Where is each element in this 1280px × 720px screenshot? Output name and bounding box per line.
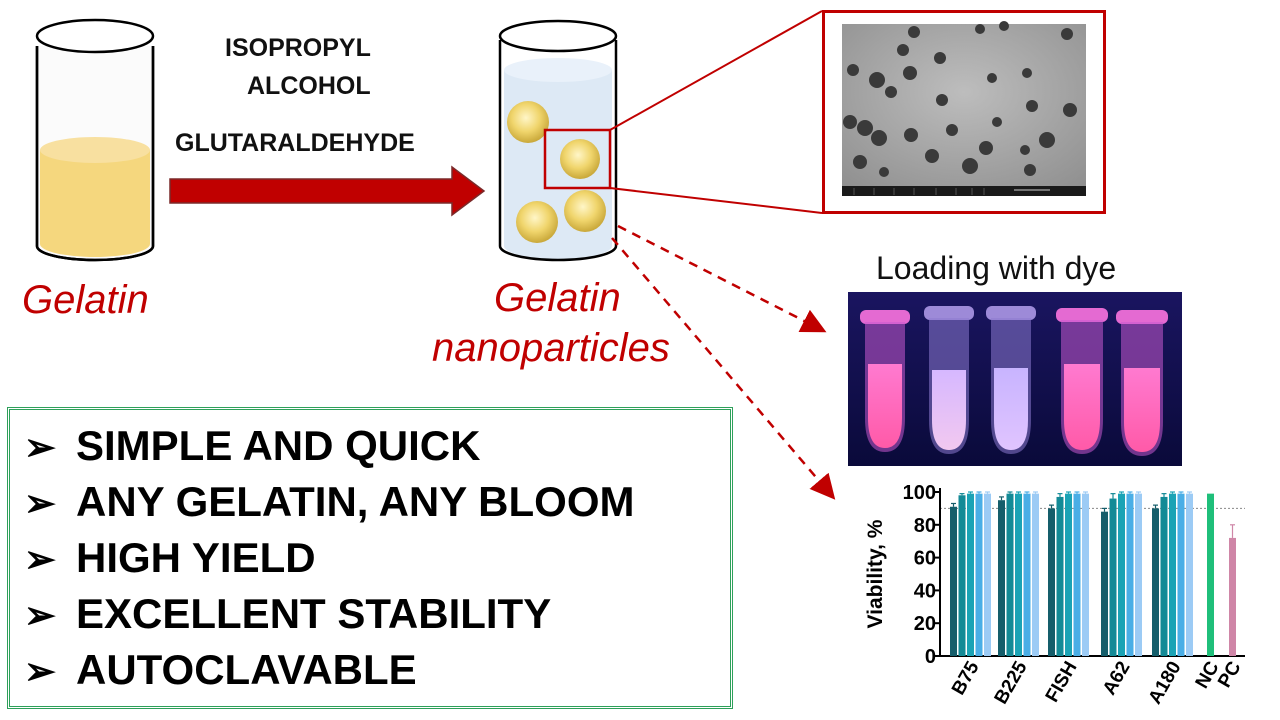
- bar: [1073, 493, 1081, 656]
- bar: [1006, 493, 1014, 656]
- reagent-isopropyl: ISOPROPYL: [225, 34, 371, 62]
- benefit-text: EXCELLENT STABILITY: [76, 590, 552, 637]
- dye-tubes-photo: [848, 292, 1182, 466]
- benefit-arrow-icon: ➢: [24, 651, 56, 693]
- benefit-item: ➢ EXCELLENT STABILITY: [24, 590, 551, 638]
- x-tick-label: PC: [1214, 658, 1246, 692]
- bar: [1023, 493, 1031, 656]
- bar: [958, 495, 966, 656]
- y-tick-label: 80: [914, 515, 936, 537]
- nanoparticle-beaker-icon: [498, 19, 618, 262]
- bar: [1160, 496, 1168, 656]
- benefit-text: AUTOCLAVABLE: [76, 646, 417, 693]
- bar: [1177, 493, 1185, 656]
- y-tick-label: 20: [914, 613, 936, 635]
- y-tick-label: 0: [925, 646, 936, 668]
- y-tick-label: 60: [914, 548, 936, 570]
- bar: [998, 500, 1005, 656]
- zoom-line-bottom: [609, 187, 823, 214]
- bar: [1015, 493, 1022, 656]
- gelatin-beaker-icon: [35, 18, 155, 262]
- benefit-arrow-icon: ➢: [24, 595, 56, 637]
- bar: [1056, 496, 1064, 656]
- benefit-item: ➢ AUTOCLAVABLE: [24, 646, 417, 694]
- bar: [1169, 493, 1176, 656]
- bar: [1152, 508, 1159, 656]
- bar: [1186, 493, 1193, 656]
- y-tick-label: 40: [914, 580, 936, 602]
- benefit-item: ➢ ANY GELATIN, ANY BLOOM: [24, 478, 634, 526]
- x-tick-label: A180: [1145, 658, 1186, 708]
- gelatin-label: Gelatin: [22, 278, 149, 322]
- y-axis-label: Viability, %: [864, 519, 887, 628]
- bar: [1101, 511, 1108, 656]
- x-tick-label: B75: [948, 658, 984, 699]
- bar: [984, 493, 991, 656]
- benefit-text: ANY GELATIN, ANY BLOOM: [76, 478, 635, 525]
- zoom-line-top: [609, 10, 823, 131]
- bar: [975, 493, 983, 656]
- bar: [1032, 493, 1039, 656]
- x-tick-label: B225: [991, 658, 1032, 708]
- x-tick-label: A62: [1099, 658, 1135, 699]
- bar: [967, 493, 974, 656]
- reagent-glutaraldehyde: GLUTARALDEHYDE: [175, 129, 415, 157]
- reagent-alcohol: ALCOHOL: [247, 72, 371, 100]
- bar: [1082, 493, 1089, 656]
- nanoparticles-label-line1: Gelatin: [494, 276, 621, 320]
- bar: [950, 506, 957, 656]
- bar: [1065, 493, 1072, 656]
- bar: [1229, 537, 1236, 656]
- sem-micrograph: [822, 10, 1106, 214]
- nanoparticles-label-line2: nanoparticles: [432, 326, 670, 370]
- bar: [1118, 493, 1125, 656]
- bar: [1135, 493, 1142, 656]
- benefit-item: ➢ HIGH YIELD: [24, 534, 316, 582]
- bar: [1109, 498, 1117, 656]
- bar: [1048, 508, 1055, 656]
- zoom-selection-box: [543, 128, 612, 190]
- bar: [1207, 493, 1214, 656]
- dashed-arrow-to-chart: [611, 237, 836, 500]
- benefit-arrow-icon: ➢: [24, 483, 56, 525]
- benefit-arrow-icon: ➢: [24, 539, 56, 581]
- dashed-arrow-to-dye: [617, 224, 827, 333]
- process-arrow-icon: [169, 165, 486, 217]
- y-tick-label: 100: [903, 482, 936, 504]
- x-tick-label: FISH: [1042, 658, 1082, 706]
- loading-title: Loading with dye: [876, 250, 1117, 286]
- benefits-box: ➢ SIMPLE AND QUICK ➢ ANY GELATIN, ANY BLOO…: [7, 407, 733, 709]
- bar: [1126, 493, 1134, 656]
- benefit-arrow-icon: ➢: [24, 427, 56, 469]
- benefit-text: SIMPLE AND QUICK: [76, 422, 481, 469]
- benefit-text: HIGH YIELD: [76, 534, 316, 581]
- benefit-item: ➢ SIMPLE AND QUICK: [24, 422, 480, 470]
